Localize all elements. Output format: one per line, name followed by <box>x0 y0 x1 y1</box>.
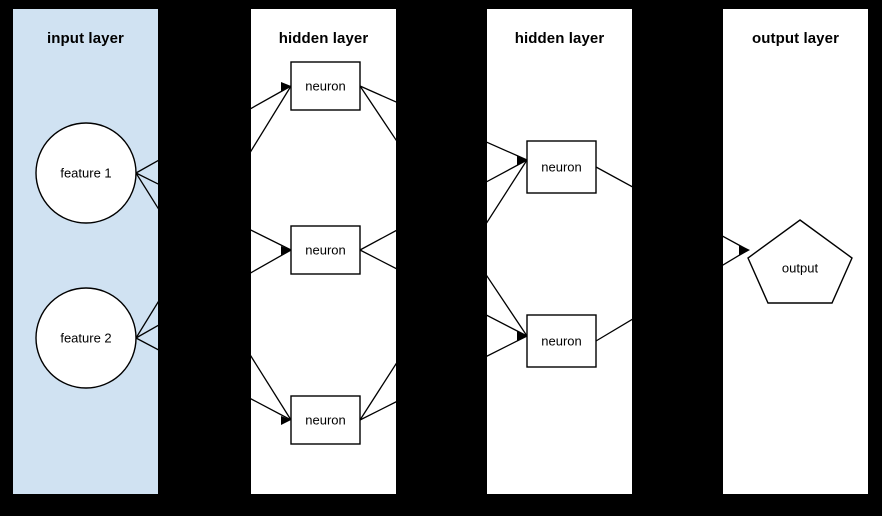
node-hidden2-neuron-2[interactable]: neuron <box>527 315 596 367</box>
panel-title-hidden-layer-1: hidden layer <box>278 30 369 47</box>
node-output[interactable]: output <box>748 220 852 303</box>
node-hidden1-neuron-2[interactable]: neuron <box>291 226 360 274</box>
node-label: neuron <box>305 243 345 258</box>
panel-title-input-layer: input layer <box>47 30 124 47</box>
panel-title-output-layer: output layer <box>751 30 840 47</box>
node-hidden2-neuron-1[interactable]: neuron <box>527 141 596 193</box>
node-label: feature 1 <box>60 166 111 181</box>
node-hidden1-neuron-3[interactable]: neuron <box>291 396 360 444</box>
incoming-edges-hidden-1 <box>136 82 291 425</box>
node-label: output <box>782 261 819 276</box>
node-label: feature 2 <box>60 331 111 346</box>
node-label: neuron <box>305 413 345 428</box>
panel-title-hidden-layer-2: hidden layer <box>514 30 605 47</box>
panel-hidden-layer-2: hidden layer <box>487 9 632 494</box>
node-label: neuron <box>305 79 345 94</box>
node-hidden1-neuron-1[interactable]: neuron <box>291 62 360 110</box>
panel-input-layer: input layer <box>13 9 158 494</box>
node-label: neuron <box>541 160 581 175</box>
node-feature-2[interactable]: feature 2 <box>36 288 136 388</box>
node-feature-1[interactable]: feature 1 <box>36 123 136 223</box>
node-label: neuron <box>541 334 581 349</box>
